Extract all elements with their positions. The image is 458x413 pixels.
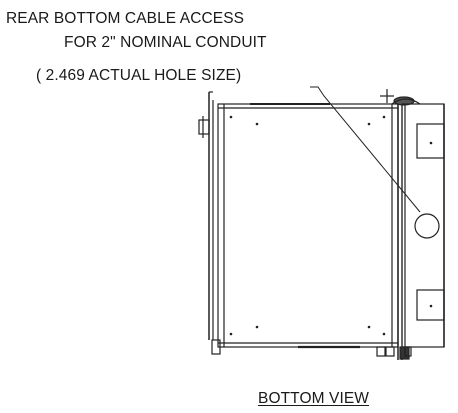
annotation-line-2: FOR 2" NOMINAL CONDUIT [64,34,267,51]
leader-line [310,86,421,213]
left-mounting-rail [198,91,221,355]
cabinet-body [217,100,403,360]
fastener-dots [229,115,433,336]
right-side-panel [401,103,445,348]
lifting-lug [380,89,421,106]
view-title: BOTTOM VIEW [258,390,370,407]
bottom-feet [376,346,412,360]
cable-access-hole [414,213,440,239]
annotation-line-1: REAR BOTTOM CABLE ACCESS [6,10,245,27]
annotation-line-3: ( 2.469 ACTUAL HOLE SIZE) [36,67,242,84]
